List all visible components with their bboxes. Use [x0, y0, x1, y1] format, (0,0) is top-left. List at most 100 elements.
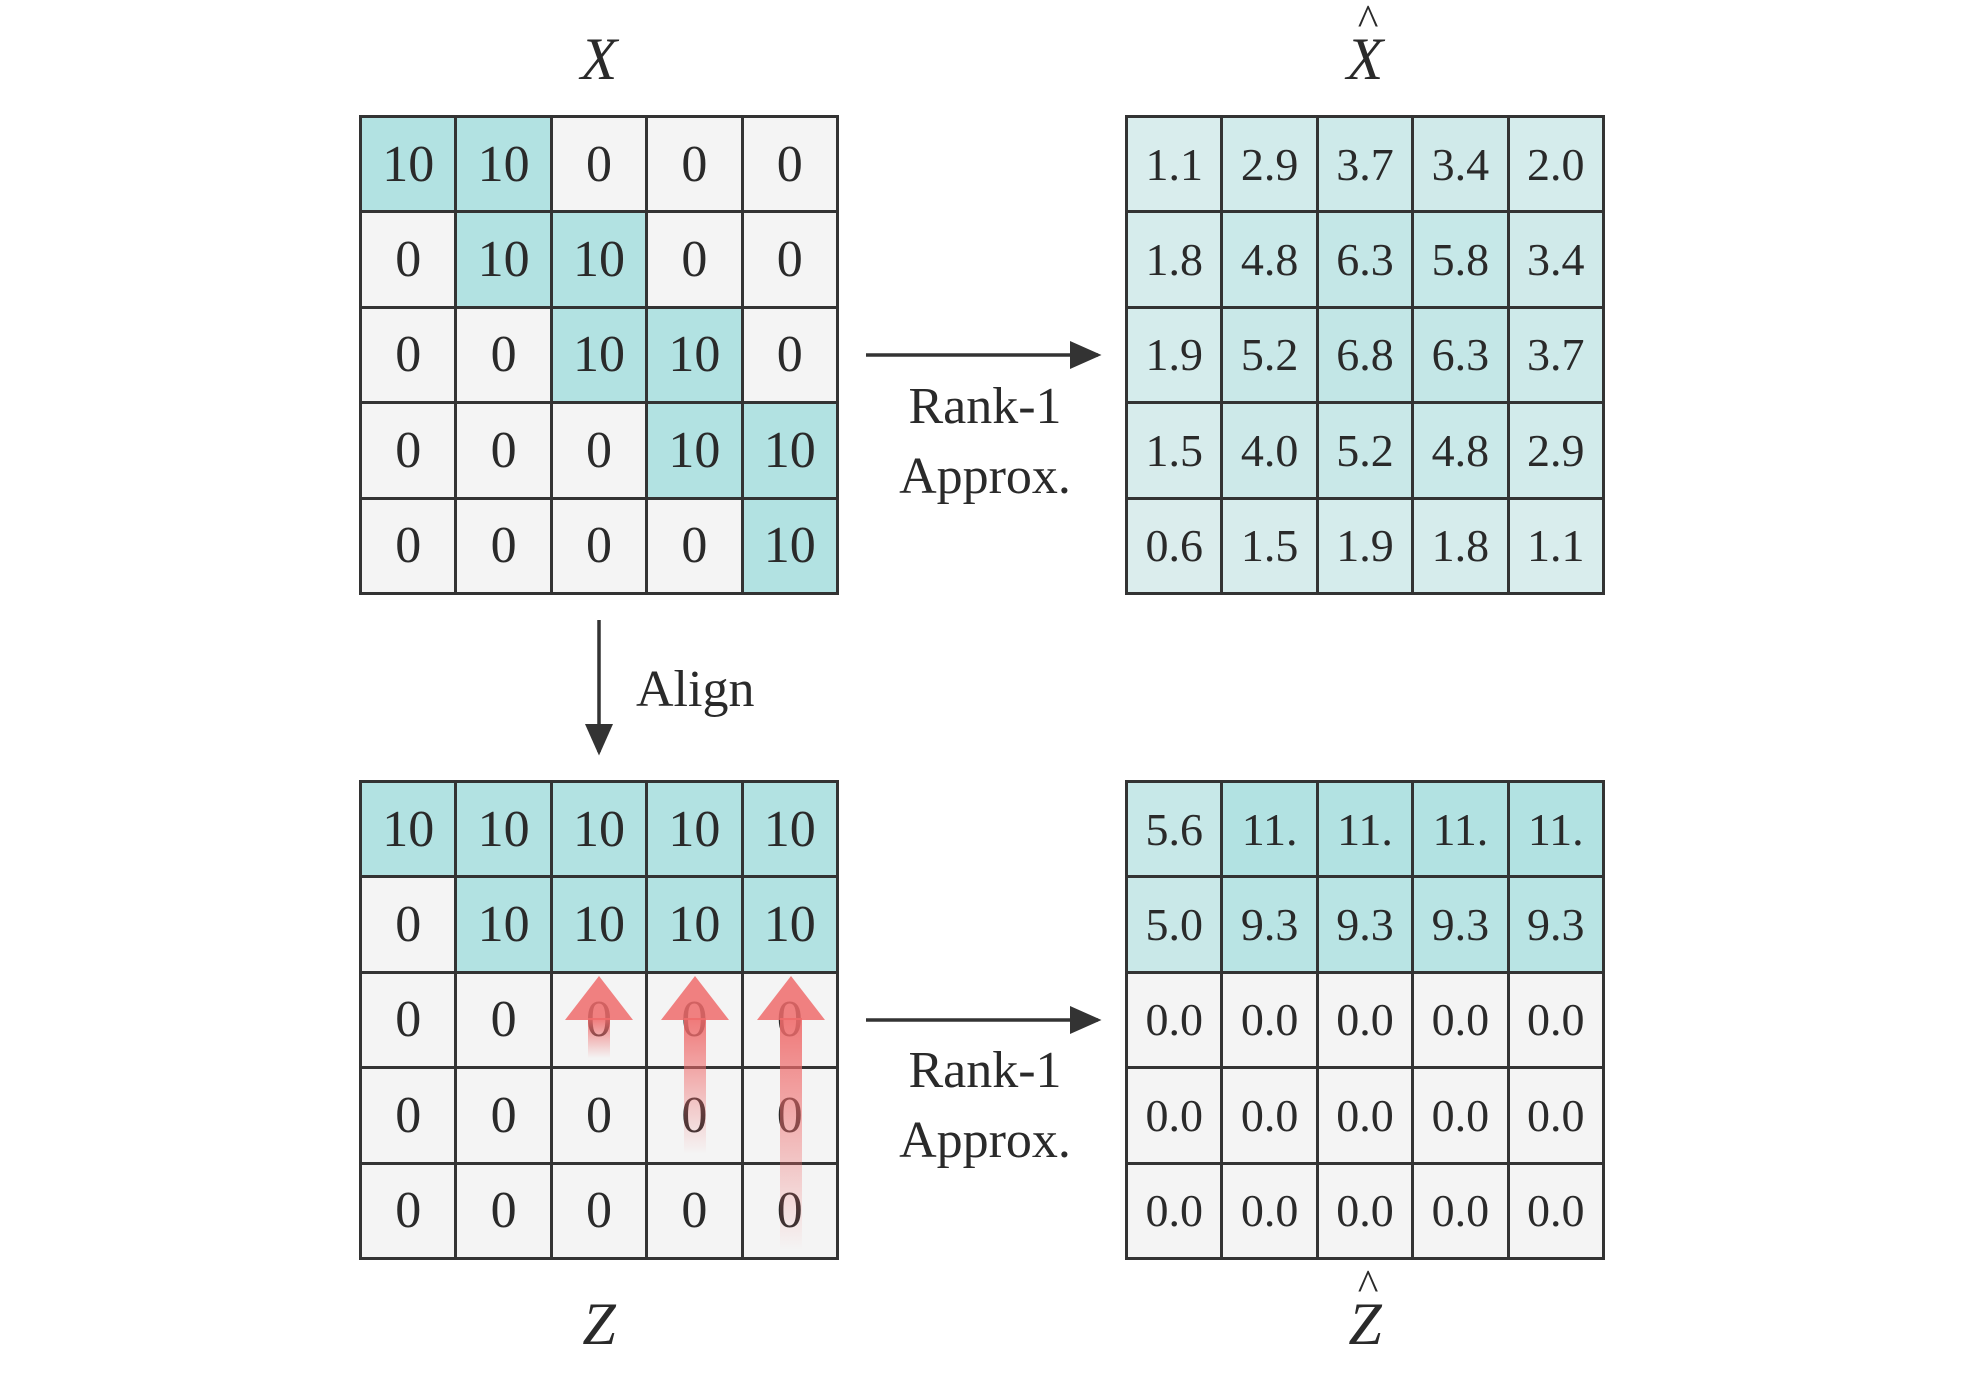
matrix-cell: 9.3	[1414, 878, 1507, 971]
matrix-cell: 0	[743, 1164, 836, 1257]
matrix-cell: 11.	[1223, 783, 1316, 876]
matrix-cell: 0	[362, 1164, 455, 1257]
matrix-cell: 4.8	[1414, 404, 1507, 497]
matrix-cell: 11.	[1318, 783, 1412, 876]
matrix-cell: 0	[457, 499, 550, 592]
matrix-cell: 10	[648, 878, 741, 971]
matrix-cell: 9.3	[1223, 878, 1316, 971]
matrix-cell: 10	[648, 404, 741, 497]
matrix-cell: 0	[743, 118, 836, 211]
matrix-cell: 5.6	[1128, 783, 1221, 876]
matrix-cell: 0	[362, 308, 455, 402]
matrix-cell: 1.1	[1128, 118, 1221, 211]
matrix-cell: 6.3	[1414, 308, 1507, 402]
matrix-cell: 3.7	[1318, 118, 1412, 211]
matrix-cell: 0	[362, 213, 455, 306]
matrix-cell: 0	[552, 404, 646, 497]
matrix-cell: 6.8	[1318, 308, 1412, 402]
matrix-cell: 10	[457, 878, 550, 971]
matrix-cell: 2.9	[1223, 118, 1316, 211]
matrix-cell: 9.3	[1509, 878, 1602, 971]
matrix-cell: 0	[457, 1069, 550, 1162]
matrix-cell: 0.6	[1128, 499, 1221, 592]
matrix-cell: 10	[552, 783, 646, 876]
matrix-z-label: Z	[582, 1291, 616, 1357]
matrix-cell: 0	[743, 973, 836, 1067]
matrix-cell: 0.0	[1509, 1069, 1602, 1162]
matrix-cell: 0	[743, 213, 836, 306]
matrix-cell: 0	[362, 973, 455, 1067]
align-label: Align	[636, 661, 755, 718]
matrix-cell: 1.8	[1414, 499, 1507, 592]
matrix-cell: 0	[457, 308, 550, 402]
matrix-cell: 1.9	[1128, 308, 1221, 402]
matrix-cell: 0	[552, 1069, 646, 1162]
matrix-cell: 0	[552, 118, 646, 211]
matrix-cell: 0	[362, 404, 455, 497]
matrix-xhat-label: X	[1265, 25, 1465, 94]
matrix-cell: 0	[648, 499, 741, 592]
matrix-cell: 5.2	[1223, 308, 1316, 402]
matrix-cell: 1.1	[1509, 499, 1602, 592]
matrix-cell: 6.3	[1318, 213, 1412, 306]
matrix-cell: 5.0	[1128, 878, 1221, 971]
matrix-cell: 0	[362, 878, 455, 971]
matrix-cell: 5.2	[1318, 404, 1412, 497]
matrix-cell: 0	[552, 499, 646, 592]
matrix-cell: 0	[457, 1164, 550, 1257]
matrix-cell: 0.0	[1128, 1164, 1221, 1257]
matrix-cell: 0	[743, 308, 836, 402]
matrix-cell: 3.4	[1414, 118, 1507, 211]
matrix-cell: 0	[457, 973, 550, 1067]
matrix-cell: 0	[552, 1164, 646, 1257]
matrix-cell: 4.8	[1223, 213, 1316, 306]
matrix-cell: 10	[648, 783, 741, 876]
matrix-cell: 0.0	[1318, 1069, 1412, 1162]
matrix-cell: 10	[552, 213, 646, 306]
matrix-cell: 3.7	[1509, 308, 1602, 402]
matrix-cell: 1.5	[1128, 404, 1221, 497]
matrix-zhat-label: Z	[1265, 1290, 1465, 1359]
matrix-cell: 0.0	[1509, 1164, 1602, 1257]
matrix-cell: 0.0	[1318, 973, 1412, 1067]
matrix-cell: 0	[648, 213, 741, 306]
matrix-cell: 10	[362, 118, 455, 211]
matrix-cell: 0.0	[1414, 973, 1507, 1067]
matrix-cell: 0	[743, 1069, 836, 1162]
matrix-cell: 0.0	[1509, 973, 1602, 1067]
matrix-cell: 10	[457, 118, 550, 211]
matrix-cell: 0	[457, 404, 550, 497]
matrix-cell: 5.8	[1414, 213, 1507, 306]
matrix-cell: 1.5	[1223, 499, 1316, 592]
matrix-cell: 10	[457, 213, 550, 306]
matrix-cell: 2.9	[1509, 404, 1602, 497]
matrix-cell: 4.0	[1223, 404, 1316, 497]
matrix-x-label: X	[580, 26, 618, 92]
matrix-cell: 0.0	[1128, 973, 1221, 1067]
matrix-cell: 10	[552, 308, 646, 402]
matrix-cell: 10	[362, 783, 455, 876]
matrix-cell: 0	[362, 1069, 455, 1162]
matrix-cell: 0.0	[1223, 1164, 1316, 1257]
matrix-cell: 0	[648, 1164, 741, 1257]
matrix-cell: 10	[457, 783, 550, 876]
matrix-cell: 10	[648, 308, 741, 402]
matrix-cell: 2.0	[1509, 118, 1602, 211]
matrix-cell: 1.9	[1318, 499, 1412, 592]
matrix-cell: 10	[743, 783, 836, 876]
matrix-cell: 11.	[1509, 783, 1602, 876]
matrix-cell: 0	[362, 499, 455, 592]
matrix-cell: 0.0	[1318, 1164, 1412, 1257]
matrix-cell: 0.0	[1128, 1069, 1221, 1162]
matrix-cell: 11.	[1414, 783, 1507, 876]
matrix-cell: 0	[648, 973, 741, 1067]
matrix-cell: 0	[648, 118, 741, 211]
matrix-cell: 0	[648, 1069, 741, 1162]
